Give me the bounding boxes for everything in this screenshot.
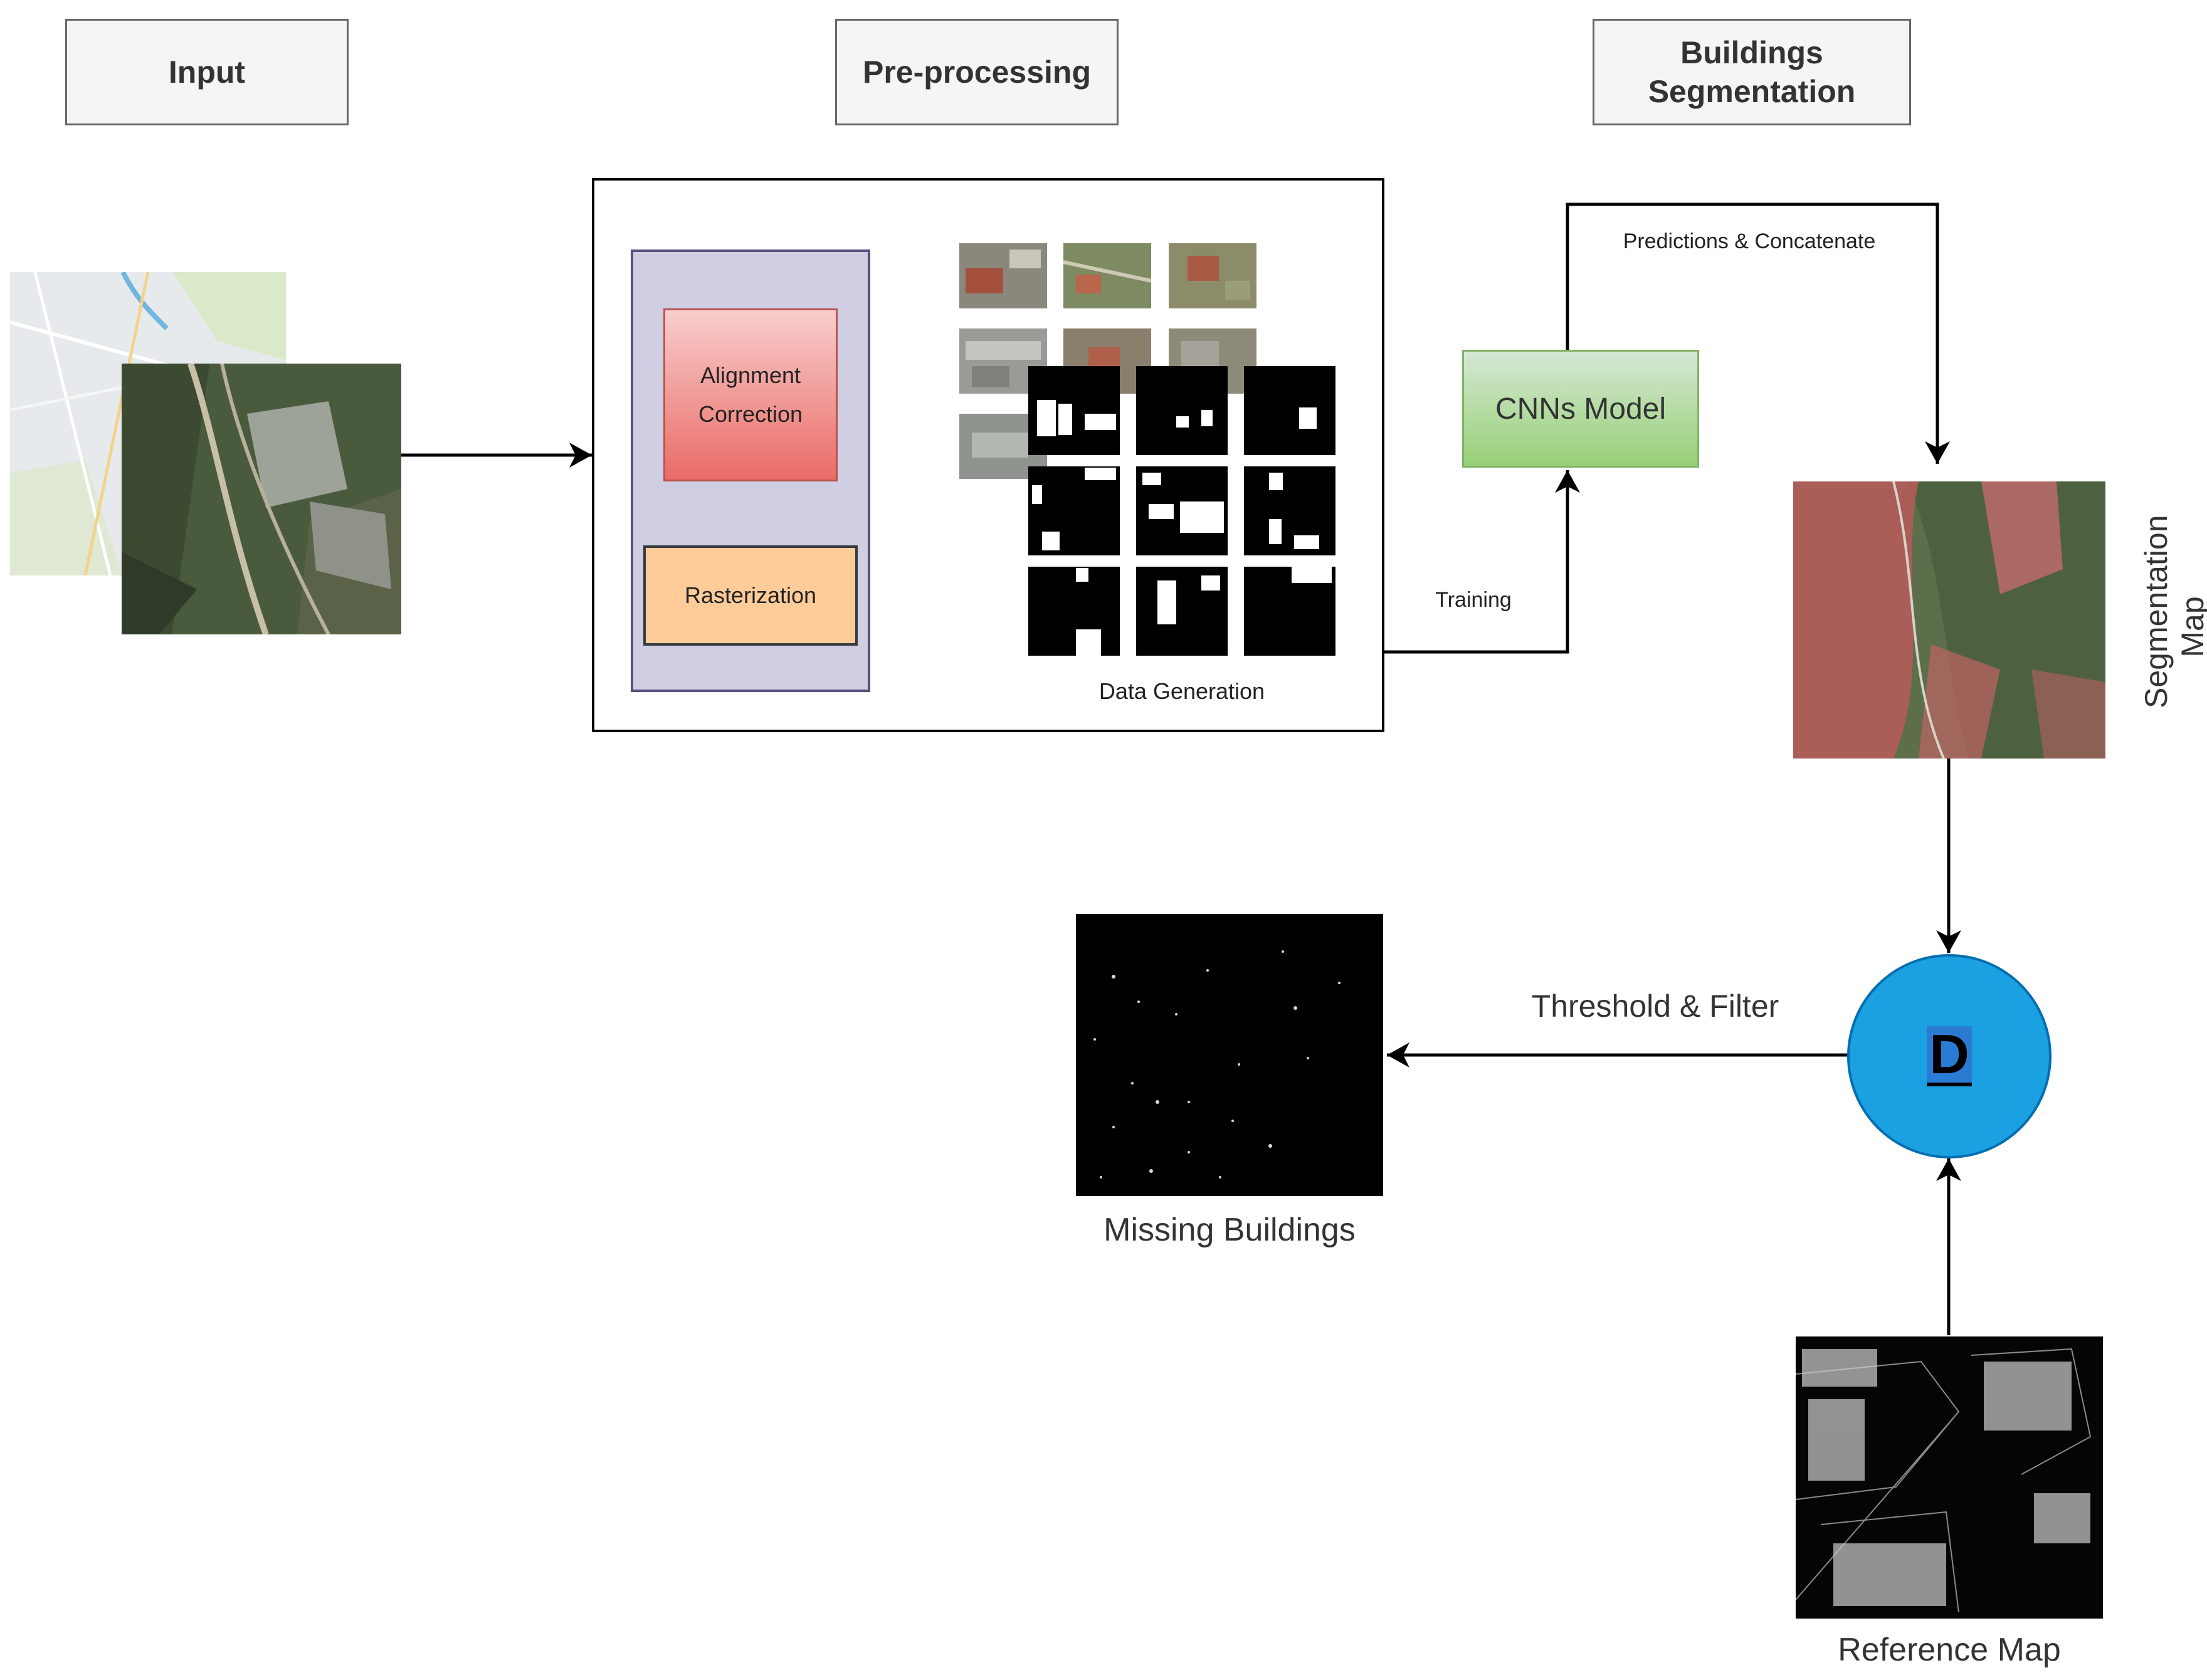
mask-graphic	[1176, 410, 1213, 428]
mask-graphic	[1157, 575, 1220, 624]
mask-graphic	[1037, 400, 1116, 436]
difference-node-label: D	[1927, 1026, 1972, 1086]
segmentation-header-label: Buildings Segmentation	[1648, 35, 1856, 109]
arrow-predictions	[1566, 202, 1950, 464]
satellite-graphic	[122, 364, 401, 634]
building-mask-tile	[1244, 366, 1335, 455]
aerial-tile	[1063, 243, 1151, 308]
mask-graphic	[1292, 567, 1332, 583]
building-mask-tile	[1028, 366, 1120, 455]
missing-buildings-label: Missing Buildings	[1104, 1212, 1356, 1248]
arrow-training	[1383, 470, 1580, 654]
building-mask-tile	[1244, 567, 1335, 656]
preprocessing-header-label: Pre-processing	[862, 55, 1091, 90]
mask-graphic	[1299, 407, 1317, 429]
alignment-correction-box: Alignment Correction	[663, 308, 838, 481]
mask-graphic	[1269, 473, 1319, 549]
building-mask-tile	[1028, 466, 1120, 555]
segmentation-graphic	[1793, 481, 2105, 759]
cnn-model-label: CNNs Model	[1495, 392, 1667, 426]
building-mask-tile	[1028, 567, 1120, 656]
input-header-label: Input	[168, 55, 246, 90]
data-generation-label: Data Generation	[1098, 678, 1265, 704]
segmentation-map-label: Segmentation Map	[2139, 515, 2207, 708]
alignment-correction-label: Alignment Correction	[698, 362, 803, 427]
aerial-tile-graphic	[959, 243, 1047, 308]
reference-map-label: Reference Map	[1838, 1632, 2061, 1668]
aerial-tile-graphic	[959, 328, 1047, 394]
segmentation-map-image	[1793, 481, 2105, 759]
rasterization-label: Rasterization	[684, 582, 817, 608]
preprocessing-header: Pre-processing	[835, 19, 1119, 125]
building-mask-tile	[1244, 466, 1335, 555]
threshold-filter-label: Threshold & Filter	[1531, 989, 1779, 1024]
rasterization-box: Rasterization	[643, 545, 858, 646]
aerial-tile	[1169, 243, 1256, 308]
mask-graphic	[1032, 468, 1116, 550]
reference-map-image	[1796, 1336, 2103, 1619]
input-header: Input	[65, 19, 349, 125]
segmentation-header: Buildings Segmentation	[1593, 19, 1911, 125]
aerial-tile	[959, 243, 1047, 308]
aerial-tile	[959, 328, 1047, 394]
reference-map-graphic	[1796, 1336, 2103, 1619]
building-mask-tile	[1136, 466, 1228, 555]
mask-graphic	[1076, 568, 1101, 656]
difference-node: D	[1847, 954, 2052, 1158]
aerial-tile-graphic	[1063, 243, 1151, 308]
predictions-label: Predictions & Concatenate	[1623, 229, 1876, 253]
input-satellite-image	[122, 364, 401, 634]
building-mask-tile	[1136, 366, 1228, 455]
missing-buildings-graphic	[1093, 950, 1341, 1179]
missing-buildings-image	[1076, 914, 1383, 1196]
cnn-model-box: CNNs Model	[1462, 350, 1699, 468]
training-label: Training	[1435, 588, 1512, 612]
building-mask-tile	[1136, 567, 1228, 656]
mask-graphic	[1142, 473, 1224, 533]
aerial-tile-graphic	[1169, 243, 1256, 308]
